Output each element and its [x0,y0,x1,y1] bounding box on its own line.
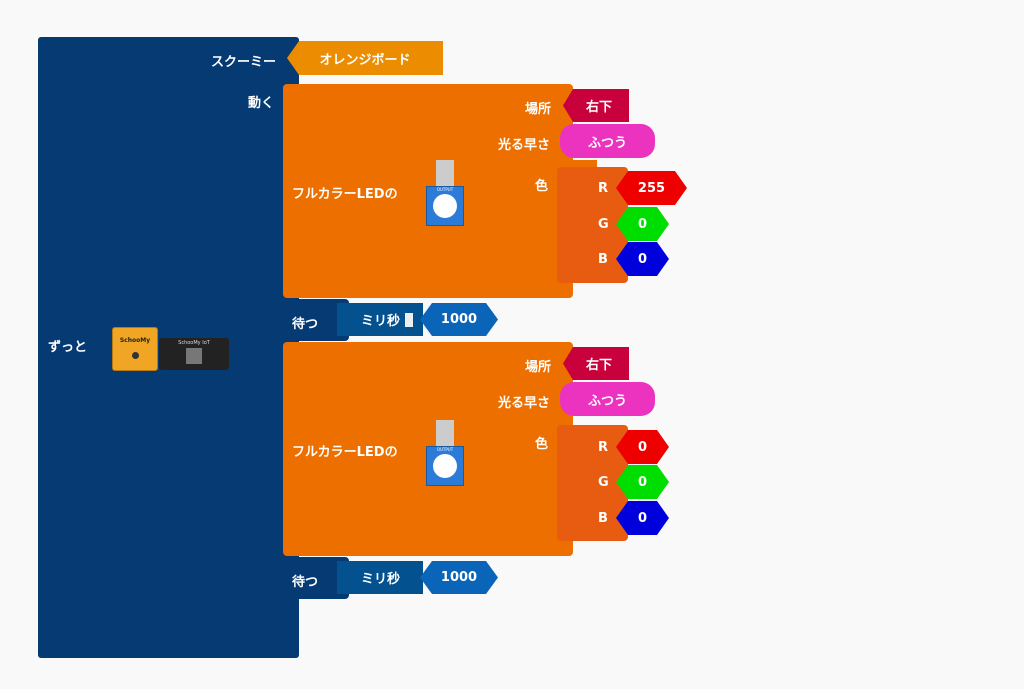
schoomy-board-label: SchooMy [119,337,151,344]
place-label-2: 場所 [525,360,552,375]
r-input-2[interactable]: 0 [616,430,669,464]
wait-label-1: 待つ [292,317,319,332]
iot-chip [186,348,202,364]
sensor-dot [131,352,139,359]
place-dropdown-1[interactable]: 右下 [563,89,629,122]
wait-value-2[interactable]: 1000 [420,561,498,594]
scoomy-board-dropdown[interactable]: オレンジボード [287,41,443,75]
r-label-2: R [598,440,609,455]
move-label: 動く [248,96,275,111]
wait-value-1[interactable]: 1000 [420,303,498,336]
color-label-2: 色 [535,437,549,452]
r-input-1[interactable]: 255 [616,171,687,205]
color-block-2[interactable] [557,425,628,541]
g-input-1[interactable]: 0 [616,207,669,241]
schoomy-iot-label: SchooMy IoT [178,340,210,346]
place-dropdown-2[interactable]: 右下 [563,347,629,380]
g-input-2[interactable]: 0 [616,465,669,499]
g-label-1: G [598,217,609,232]
b-label-1: B [598,252,608,267]
scoomy-board-value: オレンジボード [319,52,411,68]
led-output-icon-1: OUTPUT [426,160,464,226]
led-output-icon-2: OUTPUT [426,420,464,486]
b-input-1[interactable]: 0 [616,242,669,276]
dropdown-arrow-icon [405,312,414,327]
b-input-2[interactable]: 0 [616,501,669,535]
ms-dropdown-2[interactable]: ミリ秒 [337,561,423,594]
schoomy-board-image: SchooMy [112,327,158,371]
forever-label: ずっと [48,340,88,355]
speed-dropdown-2[interactable]: ふつう [560,382,655,416]
speed-label-2: 光る早さ [498,396,551,411]
ms-dropdown-1[interactable]: ミリ秒 [337,303,423,336]
schoomy-iot-board-image: SchooMy IoT [159,338,229,370]
color-block-1[interactable] [557,167,628,283]
wait-label-2: 待つ [292,575,319,590]
place-label-1: 場所 [525,102,552,117]
g-label-2: G [598,475,609,490]
speed-label-1: 光る早さ [498,138,551,153]
led-block-2-label: フルカラーLEDの [292,445,398,460]
r-label-1: R [598,181,609,196]
led-block-1-label: フルカラーLEDの [292,187,398,202]
b-label-2: B [598,511,608,526]
scoomy-label: スクーミー [211,55,277,70]
color-label-1: 色 [535,179,549,194]
speed-dropdown-1[interactable]: ふつう [560,124,655,158]
